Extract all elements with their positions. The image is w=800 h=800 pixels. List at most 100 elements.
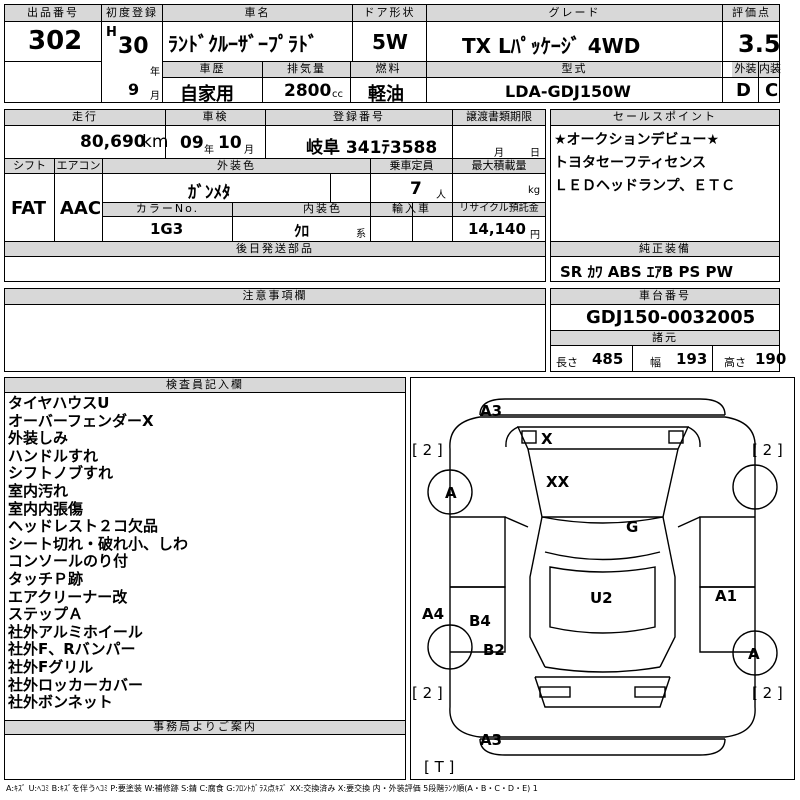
- notice-frame: [4, 288, 546, 372]
- inspector-note: ハンドルすれ: [8, 446, 99, 465]
- capacity-unit: 人: [436, 190, 446, 201]
- spec-label: 諸元: [652, 331, 678, 344]
- mark-a3-top: A3: [480, 402, 503, 420]
- notice-label: 注意事項欄: [242, 289, 308, 302]
- door: 5W: [372, 30, 408, 54]
- reg-year-unit: 年: [150, 67, 160, 78]
- inspector-note: シート切れ・破れ小、しわ: [8, 534, 189, 553]
- ac: AAC: [60, 198, 102, 219]
- inspector-note: 外装しみ: [8, 429, 69, 448]
- mark-a4: A4: [422, 605, 445, 623]
- inspector-note: シフトノブすれ: [8, 464, 114, 483]
- interior-color: ｸﾛ: [294, 222, 310, 240]
- transfer-month-unit: 月: [494, 148, 504, 159]
- interior-unit: 系: [356, 229, 366, 240]
- inspector-note: 室内汚れ: [8, 482, 69, 500]
- length-label: 長さ: [556, 356, 578, 369]
- lot-no-label: 出品番号: [27, 6, 79, 19]
- car-name: ﾗﾝﾄﾞｸﾙｰｻﾞｰﾌﾟﾗﾄﾞ: [168, 32, 318, 56]
- car-diagram-frame: [410, 377, 795, 780]
- fuel-label: 燃料: [375, 62, 402, 75]
- inspector-note: タッチＰ跡: [8, 570, 84, 588]
- shift-label: シフト: [13, 159, 46, 172]
- displacement-label: 排気量: [287, 62, 326, 75]
- reg-year: 30: [118, 34, 149, 59]
- sales-line-2: トヨタセーフティセンス: [554, 155, 707, 171]
- car-name-label: 車名: [244, 6, 271, 19]
- chassis-label: 車台番号: [639, 289, 691, 302]
- inspector-note: ステップＡ: [8, 605, 84, 624]
- fuel: 軽油: [368, 84, 404, 105]
- history-label: 車歴: [199, 62, 226, 75]
- grade: TX Lﾊﾟｯｹｰｼﾞ 4WD: [462, 34, 641, 58]
- tire-tr: [ 2 ]: [752, 441, 783, 459]
- model: LDA-GDJ150W: [505, 82, 631, 101]
- equipment: SR ｶﾜ ABS ｴｱB PS PW: [560, 263, 734, 281]
- inspector-note: コンソールのり付: [8, 552, 129, 571]
- lot-no: 302: [28, 26, 83, 56]
- height-label: 高さ: [724, 356, 746, 369]
- exterior-color: ｶﾞﾝﾒﾀ: [188, 183, 231, 203]
- shift: FAT: [11, 198, 47, 219]
- first-reg-label: 初度登録: [106, 6, 158, 19]
- mark-a-right: A: [748, 645, 760, 663]
- later-parts-label: 後日発送部品: [236, 242, 314, 255]
- plate-label: 登録番号: [333, 110, 385, 123]
- reg-month-unit: 月: [150, 91, 160, 102]
- inspector-note: タイヤハウスU: [8, 394, 110, 412]
- mileage: 80,690: [80, 132, 146, 152]
- insp-month-unit: 月: [244, 145, 254, 156]
- mark-b2: B2: [483, 641, 505, 659]
- insp-year: 09: [180, 133, 204, 153]
- sales-point-label: セールスポイント: [613, 110, 717, 123]
- ext-grade: D: [736, 80, 751, 101]
- tire-br: [ 2 ]: [752, 684, 783, 702]
- door-label: ドア形状: [363, 6, 416, 19]
- inspector-note: オーバーフェンダーX: [8, 411, 154, 430]
- sales-point-frame: [550, 109, 780, 282]
- car-diagram: [427, 398, 778, 756]
- import-label: 輸入車: [392, 202, 431, 215]
- trunk-mark: [ T ]: [424, 758, 455, 776]
- inspector-note: 社外ボンネット: [8, 693, 113, 712]
- recycle: 14,140: [468, 220, 526, 238]
- int-grade: C: [765, 80, 779, 101]
- color-no-label: カラーNo.: [135, 202, 200, 215]
- chassis-number: GDJ150-0032005: [586, 307, 756, 328]
- exterior-color-label: 外装色: [217, 159, 256, 172]
- era: H: [106, 25, 117, 40]
- displacement-unit: cc: [332, 89, 343, 100]
- equipment-label: 純正装備: [639, 242, 691, 255]
- mileage-label: 走行: [72, 110, 98, 123]
- mark-b4: B4: [469, 612, 491, 630]
- interior-color-label: 内装色: [303, 202, 342, 215]
- insp-month: 10: [218, 133, 242, 153]
- max-load-label: 最大積載量: [471, 159, 527, 172]
- color-no: 1G3: [150, 220, 184, 238]
- inspector-note: 社外ロッカーカバー: [8, 675, 144, 694]
- header-frame: [4, 4, 780, 103]
- inspector-note: 社外Fグリル: [8, 658, 94, 676]
- ext-grade-label: 外装: [734, 62, 757, 75]
- vehicle-info-frame: [4, 109, 546, 282]
- capacity: 7: [410, 179, 422, 199]
- office-label: 事務局よりご案内: [153, 720, 257, 733]
- transfer-label: 譲渡書類期限: [466, 110, 532, 123]
- score: 3.5: [738, 30, 781, 58]
- inspection-label: 車検: [202, 110, 229, 123]
- inspector-label: 検査員記入欄: [166, 378, 244, 391]
- sales-line-1: ★オークションデビュー★: [554, 132, 720, 148]
- grade-label: グレード: [548, 6, 601, 19]
- mark-a-left: A: [445, 484, 457, 502]
- tire-bl: [ 2 ]: [412, 684, 443, 702]
- recycle-label: リサイクル預託金: [459, 203, 539, 214]
- inspector-note: エアクリーナー改: [8, 587, 128, 606]
- history: 自家用: [180, 84, 234, 105]
- length: 485: [592, 350, 624, 368]
- inspector-note: ヘッドレスト２コ欠品: [8, 517, 159, 536]
- mark-a3-bottom: A3: [480, 731, 503, 749]
- inspector-note: 社外アルミホイール: [8, 622, 143, 641]
- capacity-label: 乗車定員: [389, 159, 434, 172]
- width: 193: [676, 350, 708, 368]
